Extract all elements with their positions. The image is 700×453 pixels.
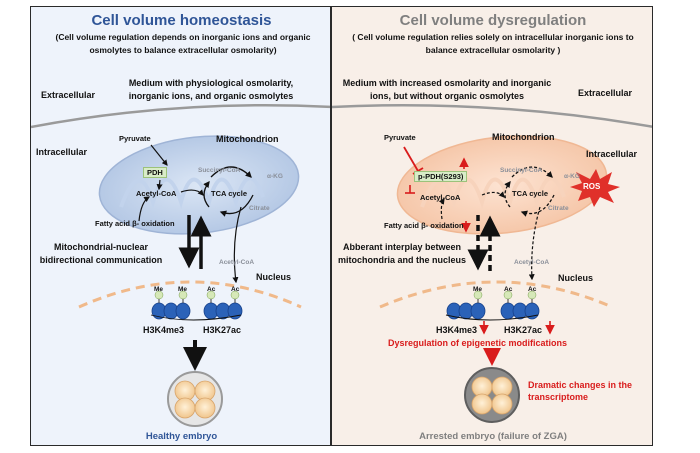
left-communication-label: Mitochondrial-nuclear bidirectional comm… bbox=[39, 242, 163, 265]
right-pdh-box: p-PDH(S293) bbox=[414, 171, 468, 182]
right-subtitle: ( Cell volume regulation relies solely o… bbox=[352, 32, 634, 55]
left-nucleus-label: Nucleus bbox=[256, 272, 292, 282]
left-acetyl-coa-label: Acetyl-CoA bbox=[136, 189, 177, 198]
right-panel: Cell volume dysregulation ( Cell volume … bbox=[331, 6, 653, 446]
nucleosomes bbox=[151, 302, 243, 320]
right-citrate-label: Citrate bbox=[548, 205, 569, 212]
right-ros-label: ROS bbox=[583, 182, 601, 191]
left-intracellular-label: Intracellular bbox=[36, 147, 88, 157]
ros-burst bbox=[570, 169, 620, 207]
right-dysregulation-label: Dysregulation of epigenetic modification… bbox=[388, 338, 568, 348]
right-akg-label: α-KG bbox=[564, 173, 580, 180]
right-title: Cell volume dysregulation bbox=[399, 12, 587, 29]
left-medium-label: Medium with physiological osmolarity, in… bbox=[128, 78, 294, 101]
left-fatty-acid-label: Fatty acid β- oxidation bbox=[95, 219, 175, 228]
nucleus-envelope bbox=[78, 280, 302, 309]
nucleus-envelope-right bbox=[379, 280, 613, 309]
right-embryo-label: Arrested embryo (failure of ZGA) bbox=[419, 431, 567, 442]
right-tca-label: TCA cycle bbox=[512, 189, 548, 198]
right-extracellular-label: Extracellular bbox=[578, 88, 633, 98]
left-h3k4me3-label: H3K4me3 bbox=[143, 325, 185, 335]
right-transcriptome-label: Dramatic changes in the transcriptome bbox=[528, 380, 633, 402]
right-fatty-acid-label: Fatty acid β- oxidation bbox=[384, 221, 464, 230]
left-panel: Cell volume homeostasis (Cell volume reg… bbox=[30, 6, 331, 446]
right-intracellular-label: Intracellular bbox=[586, 149, 638, 159]
right-nucleus-label: Nucleus bbox=[558, 273, 594, 283]
left-succinyl-coa-label: Succinyl-CoA bbox=[198, 167, 241, 174]
right-ac-mark-1: Ac bbox=[504, 286, 513, 293]
left-tca-label: TCA cycle bbox=[211, 189, 247, 198]
left-title: Cell volume homeostasis bbox=[91, 12, 272, 29]
left-subtitle: (Cell volume regulation depends on inorg… bbox=[55, 32, 311, 55]
right-ac-mark-2: Ac bbox=[528, 286, 537, 293]
right-me-mark: Me bbox=[473, 286, 483, 293]
left-h3k27ac-label: H3K27ac bbox=[203, 325, 242, 335]
right-succinyl-coa-label: Succinyl-CoA bbox=[500, 167, 543, 174]
right-medium-label: Medium with increased osmolarity and ino… bbox=[342, 78, 552, 101]
left-akg-label: α-KG bbox=[267, 173, 283, 180]
left-pdh-box: PDH bbox=[143, 167, 167, 178]
left-embryo-label: Healthy embryo bbox=[145, 431, 218, 442]
right-acetyl-coa-nuc-label: Acetyl-CoA bbox=[514, 259, 550, 266]
right-acetyl-coa-label: Acetyl-CoA bbox=[420, 193, 461, 202]
left-ac-mark-1: Ac bbox=[207, 286, 216, 293]
histone-marks bbox=[154, 290, 240, 300]
cell-membrane-right bbox=[332, 103, 652, 128]
right-h3k27ac-label: H3K27ac bbox=[504, 325, 543, 335]
right-interplay-label: Abberant interplay between mitochondria … bbox=[337, 242, 466, 265]
arrested-embryo-shape bbox=[464, 367, 520, 423]
left-mitochondrion-label: Mitochondrion bbox=[216, 134, 279, 144]
left-citrate-label: Citrate bbox=[249, 205, 270, 212]
healthy-embryo-shape bbox=[167, 371, 223, 427]
right-h3k4me3-label: H3K4me3 bbox=[436, 325, 478, 335]
left-panel-graphics bbox=[31, 103, 330, 427]
left-me-mark-2: Me bbox=[178, 286, 188, 293]
right-panel-graphics bbox=[332, 103, 652, 423]
right-mitochondrion-label: Mitochondrion bbox=[492, 132, 555, 142]
left-ac-mark-2: Ac bbox=[231, 286, 240, 293]
left-acetyl-coa-nuc-label: Acetyl-CoA bbox=[219, 259, 255, 266]
left-me-mark-1: Me bbox=[154, 286, 164, 293]
left-extracellular-label: Extracellular bbox=[41, 90, 96, 100]
nucleosomes-right bbox=[446, 302, 540, 320]
left-pyruvate-label: Pyruvate bbox=[119, 134, 151, 143]
cell-membrane bbox=[31, 103, 330, 129]
right-pyruvate-label: Pyruvate bbox=[384, 133, 416, 142]
